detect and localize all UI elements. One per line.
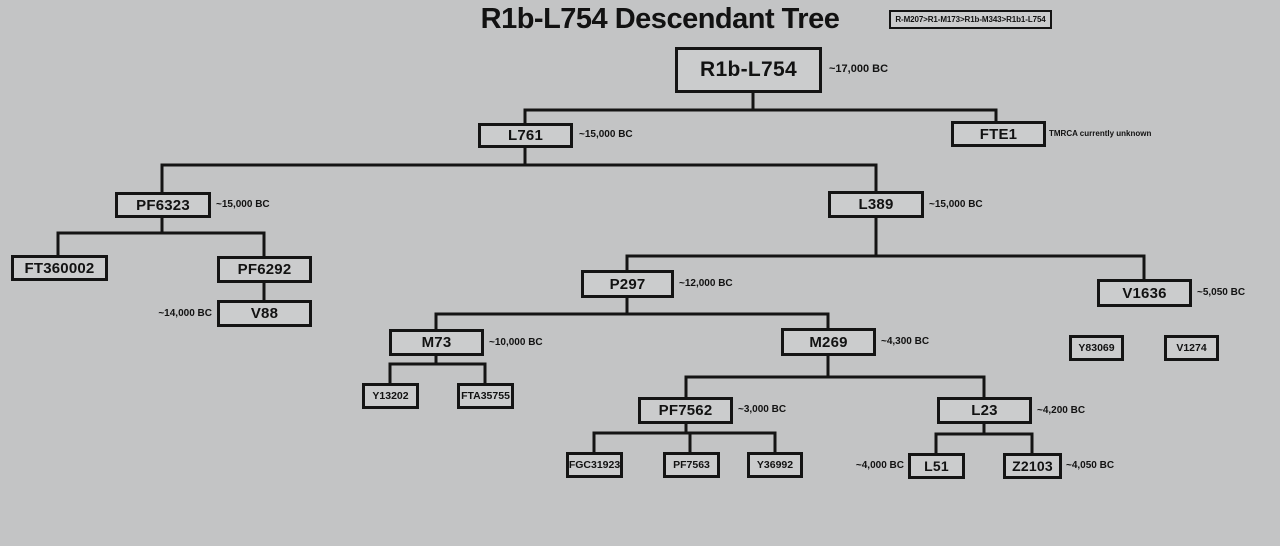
node-PF7562: PF7562 bbox=[638, 397, 733, 424]
node-P297-date: ~12,000 BC bbox=[679, 278, 733, 289]
node-L23: L23 bbox=[937, 397, 1032, 424]
node-PF6323-date: ~15,000 BC bbox=[216, 199, 270, 210]
node-M73-date: ~10,000 BC bbox=[489, 337, 543, 348]
node-V1636-date: ~5,050 BC bbox=[1197, 287, 1246, 298]
node-L389: L389 bbox=[828, 191, 924, 218]
node-V88-date: ~14,000 BC bbox=[158, 308, 212, 319]
node-M269-date: ~4,300 BC bbox=[881, 336, 930, 347]
node-L51-date: ~4,000 BC bbox=[855, 460, 904, 471]
node-M269: M269 bbox=[781, 328, 876, 356]
node-M73: M73 bbox=[389, 329, 484, 356]
node-V1274: V1274 bbox=[1164, 335, 1219, 361]
node-FGC31923: FGC31923 bbox=[566, 452, 623, 478]
node-L761: L761 bbox=[478, 123, 573, 148]
node-PF7563: PF7563 bbox=[663, 452, 720, 478]
node-FTE1-date: TMRCA currently unknown bbox=[1049, 129, 1152, 138]
node-P297: P297 bbox=[581, 270, 674, 298]
node-Y36992: Y36992 bbox=[747, 452, 803, 478]
node-FT360002: FT360002 bbox=[11, 255, 108, 281]
node-R1b-L754: R1b-L754 bbox=[675, 47, 822, 93]
node-L51: L51 bbox=[908, 453, 965, 479]
node-PF6323: PF6323 bbox=[115, 192, 211, 218]
node-L23-date: ~4,200 BC bbox=[1037, 405, 1086, 416]
node-FTE1: FTE1 bbox=[951, 121, 1046, 147]
node-Y13202: Y13202 bbox=[362, 383, 419, 409]
node-L761-date: ~15,000 BC bbox=[579, 129, 633, 140]
page-title: R1b-L754 Descendant Tree bbox=[480, 3, 840, 35]
node-PF7562-date: ~3,000 BC bbox=[738, 404, 787, 415]
node-PF6292: PF6292 bbox=[217, 256, 312, 283]
node-FTA35755: FTA35755 bbox=[457, 383, 514, 409]
node-V88: V88 bbox=[217, 300, 312, 327]
node-V1636: V1636 bbox=[1097, 279, 1192, 307]
node-R1b-L754-date: ~17,000 BC bbox=[829, 63, 889, 75]
lineage-path-badge: R-M207>R1-M173>R1b-M343>R1b1-L754 bbox=[889, 10, 1052, 29]
node-Y83069: Y83069 bbox=[1069, 335, 1124, 361]
node-Z2103: Z2103 bbox=[1003, 453, 1062, 479]
node-Z2103-date: ~4,050 BC bbox=[1066, 460, 1115, 471]
node-L389-date: ~15,000 BC bbox=[929, 199, 983, 210]
